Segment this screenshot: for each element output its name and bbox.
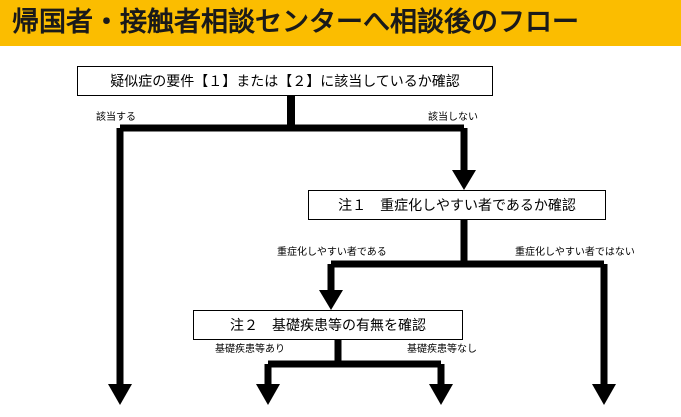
check-high-risk-text: 注１ 重症化しやすい者であるか確認 bbox=[338, 198, 576, 214]
arrow-no2 bbox=[592, 384, 616, 405]
branch-label-not-high-risk: 重症化しやすい者ではない bbox=[515, 247, 635, 258]
title-bar: 帰国者・接触者相談センターへ相談後のフロー bbox=[0, 0, 681, 46]
check-underlying-disease-box: 注２ 基礎疾患等の有無を確認 bbox=[193, 310, 463, 340]
branch-label-no-disease: 基礎疾患等なし bbox=[407, 344, 477, 355]
branch-label-not-applicable: 該当しない bbox=[428, 112, 478, 123]
check-suspected-case-text: 疑似症の要件【１】または【２】に該当しているか確認 bbox=[110, 74, 460, 90]
branch-label-applicable: 該当する bbox=[96, 112, 136, 123]
check-high-risk-box: 注１ 重症化しやすい者であるか確認 bbox=[308, 190, 606, 220]
arrow-yes2 bbox=[319, 290, 343, 310]
arrow-no3 bbox=[429, 384, 453, 405]
branch-label-high-risk: 重症化しやすい者である bbox=[277, 247, 387, 258]
branch-label-has-disease: 基礎疾患等あり bbox=[215, 344, 285, 355]
check-underlying-disease-text: 注２ 基礎疾患等の有無を確認 bbox=[230, 318, 426, 334]
arrow-yes1 bbox=[108, 384, 132, 405]
arrow-yes3 bbox=[256, 384, 280, 405]
page-title: 帰国者・接触者相談センターへ相談後のフロー bbox=[12, 7, 579, 38]
arrow-no1 bbox=[452, 170, 476, 190]
check-suspected-case-box: 疑似症の要件【１】または【２】に該当しているか確認 bbox=[77, 66, 493, 96]
